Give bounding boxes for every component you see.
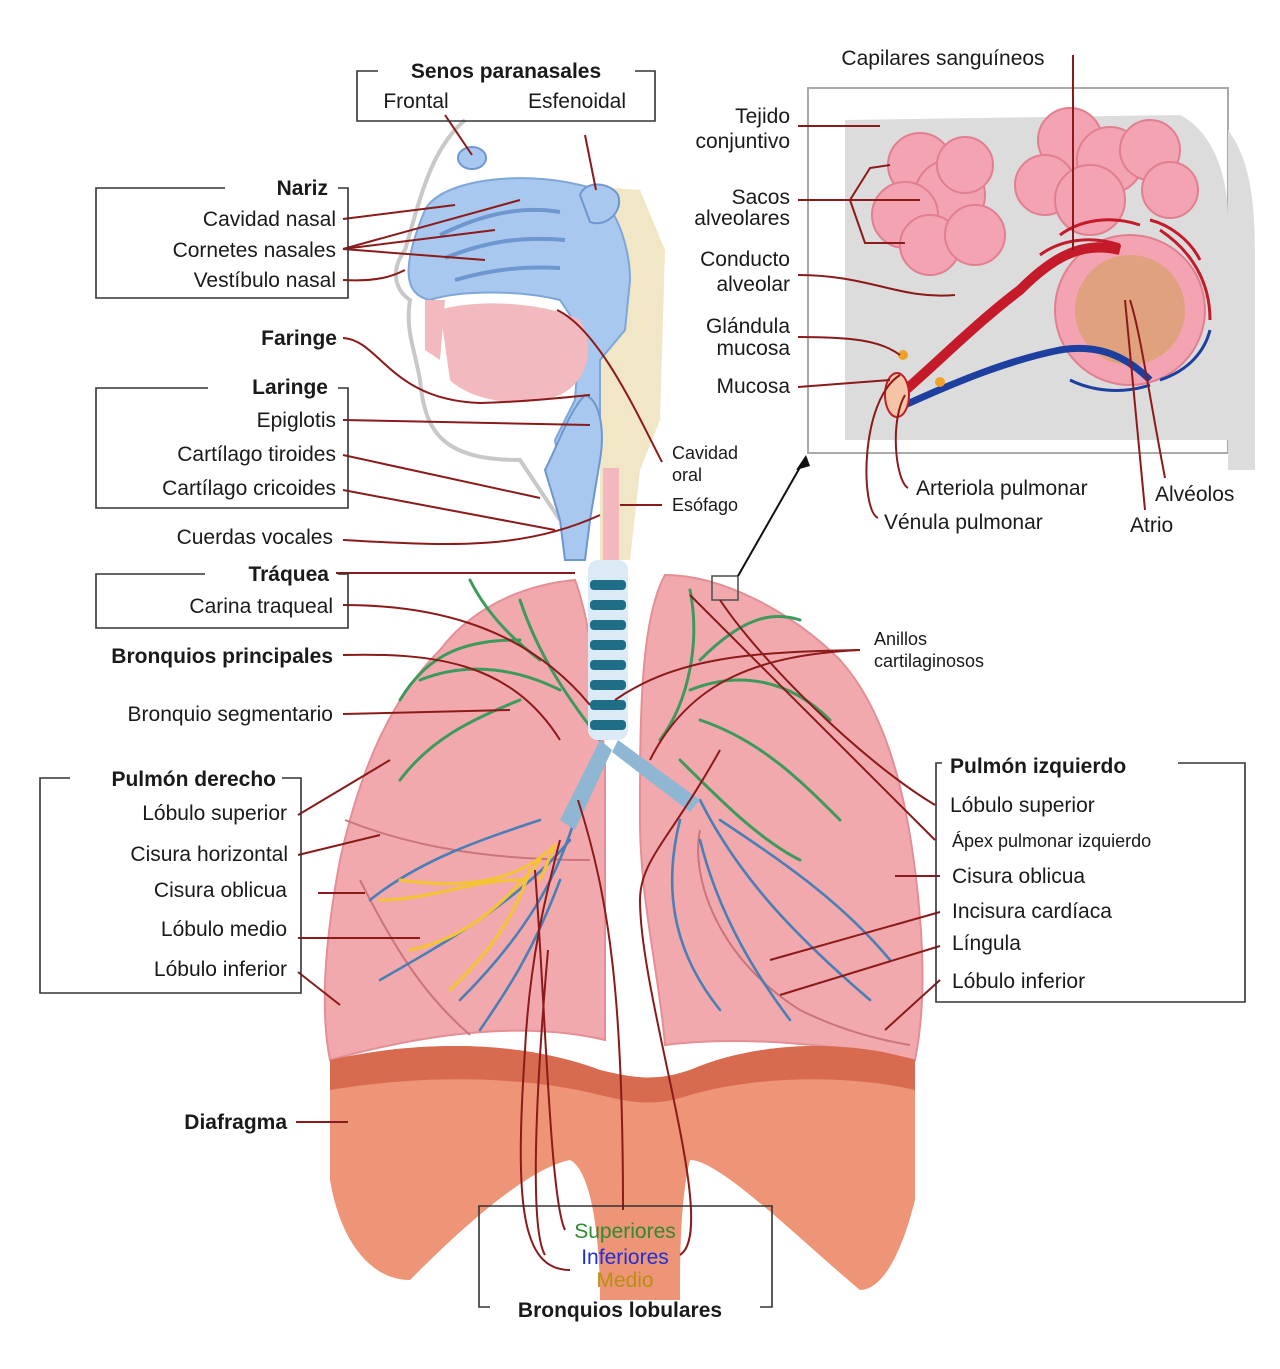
label-duct-2: alveolar (716, 273, 790, 296)
label-gland-1: Glándula (706, 315, 790, 338)
label-middle-lobe: Lóbulo medio (161, 918, 287, 941)
inset-pointer (711, 455, 810, 601)
label-larynx: Laringe (252, 376, 328, 399)
label-thyroid-cartilage: Cartílago tiroides (177, 443, 336, 466)
label-left-apex: Ápex pulmonar izquierdo (952, 831, 1151, 851)
label-esophagus: Esófago (672, 495, 738, 515)
label-right-lower-lobe: Lóbulo inferior (154, 958, 287, 981)
label-right-oblique-fissure: Cisura oblicua (154, 879, 287, 902)
label-sinuses: Senos paranasales (411, 60, 601, 83)
label-main-bronchi: Bronquios principales (111, 645, 333, 668)
label-vocal-cords: Cuerdas vocales (177, 526, 333, 549)
trachea-rings (560, 560, 700, 830)
label-right-upper-lobe: Lóbulo superior (142, 802, 287, 825)
label-nasal-vestibule: Vestíbulo nasal (194, 269, 336, 292)
label-diaphragm: Diafragma (184, 1111, 287, 1134)
label-nose: Nariz (277, 177, 328, 200)
label-connective-2: conjuntivo (695, 130, 790, 153)
leader-lines (296, 55, 1166, 1271)
label-connective-1: Tejido (735, 105, 790, 128)
label-arteriole: Arteriola pulmonar (916, 477, 1088, 500)
label-lobar-inferior: Inferiores (581, 1246, 669, 1269)
label-gland-2: mucosa (716, 337, 790, 360)
label-sacs-2: alveolares (694, 207, 790, 230)
head-illustration (394, 118, 665, 561)
label-cricoid-cartilage: Cartílago cricoides (162, 477, 336, 500)
label-duct-1: Conducto (700, 248, 790, 271)
label-horizontal-fissure: Cisura horizontal (130, 843, 288, 866)
label-cartilage-rings-2: cartilaginosos (874, 651, 984, 671)
label-cardiac-notch: Incisura cardíaca (952, 900, 1112, 923)
label-pharynx: Faringe (261, 327, 337, 350)
label-cartilage-rings-1: Anillos (874, 629, 927, 649)
label-venule: Vénula pulmonar (884, 511, 1043, 534)
label-capillaries: Capilares sanguíneos (841, 47, 1044, 70)
label-right-lung: Pulmón derecho (111, 768, 276, 791)
label-atrium: Atrio (1130, 514, 1173, 537)
label-sacs-1: Sacos (732, 186, 790, 209)
label-sphenoid: Esfenoidal (528, 90, 626, 113)
label-lobar-middle: Medio (596, 1269, 653, 1292)
label-segmental-bronchus: Bronquio segmentario (128, 703, 333, 726)
label-left-oblique-fissure: Cisura oblicua (952, 865, 1085, 888)
label-left-lower-lobe: Lóbulo inferior (952, 970, 1085, 993)
lungs-illustration (323, 560, 924, 1062)
label-oral-cavity-2: oral (672, 465, 702, 485)
bracket-boxes (39, 70, 1246, 1308)
alveoli-inset (807, 87, 1255, 470)
label-trachea: Tráquea (248, 563, 329, 586)
label-left-lung: Pulmón izquierdo (950, 755, 1126, 778)
label-alveoli: Alvéolos (1155, 483, 1234, 506)
label-epiglottis: Epiglotis (257, 409, 336, 432)
labels: Senos paranasales Frontal Esfenoidal Nar… (111, 47, 1234, 1322)
label-frontal: Frontal (383, 90, 448, 113)
label-carina: Carina traqueal (189, 595, 333, 618)
label-lingula: Língula (952, 932, 1021, 955)
label-left-upper-lobe: Lóbulo superior (950, 794, 1095, 817)
label-turbinates: Cornetes nasales (173, 239, 336, 262)
label-lobar-superior: Superiores (574, 1220, 676, 1243)
label-nasal-cavity: Cavidad nasal (203, 208, 336, 231)
label-oral-cavity-1: Cavidad (672, 443, 738, 463)
label-lobar-bronchi: Bronquios lobulares (518, 1299, 722, 1322)
label-mucosa: Mucosa (716, 375, 790, 398)
